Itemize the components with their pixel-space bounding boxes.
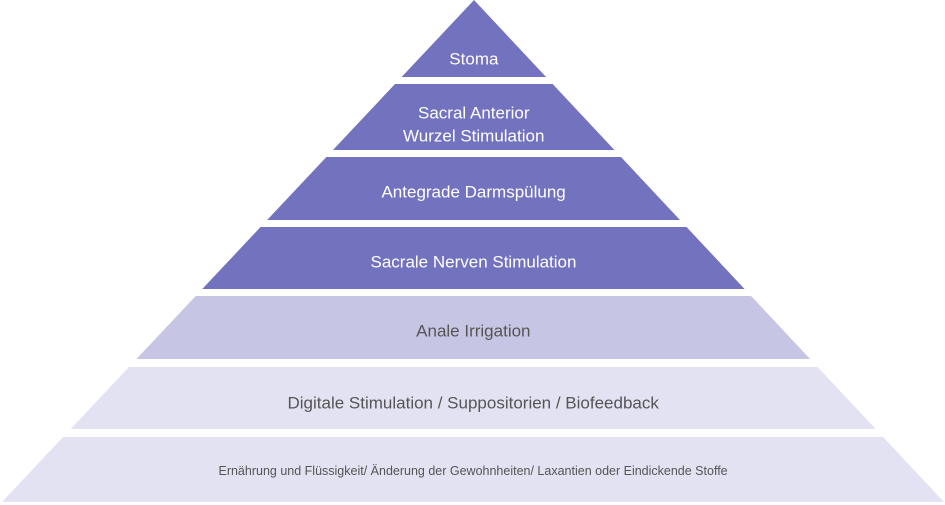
pyramid-tier-1-label: Stoma [449,50,499,69]
pyramid-tier-3-label: Antegrade Darmspülung [381,183,565,202]
pyramid-tier-1 [401,0,547,77]
pyramid-tier-2 [332,84,615,150]
pyramid-tier-6 [70,367,876,429]
pyramid-tier-3 [267,157,680,220]
pyramid-tier-2-label-line-1: Sacral Anterior [418,104,530,123]
pyramid-tier-7 [2,437,944,502]
pyramid-tier-4-label: Sacrale Nerven Stimulation [370,253,576,272]
pyramid-tier-6-label: Digitale Stimulation / Suppositorien / B… [288,394,660,413]
pyramid-tier-2-label-line-2: Wurzel Stimulation [403,127,544,146]
pyramid-tier-4 [202,227,745,289]
pyramid-tier-5 [136,296,811,359]
pyramid-tier-7-label: Ernährung und Flüssigkeit/ Änderung der … [218,464,727,478]
pyramid-tier-5-label: Anale Irrigation [416,322,530,341]
